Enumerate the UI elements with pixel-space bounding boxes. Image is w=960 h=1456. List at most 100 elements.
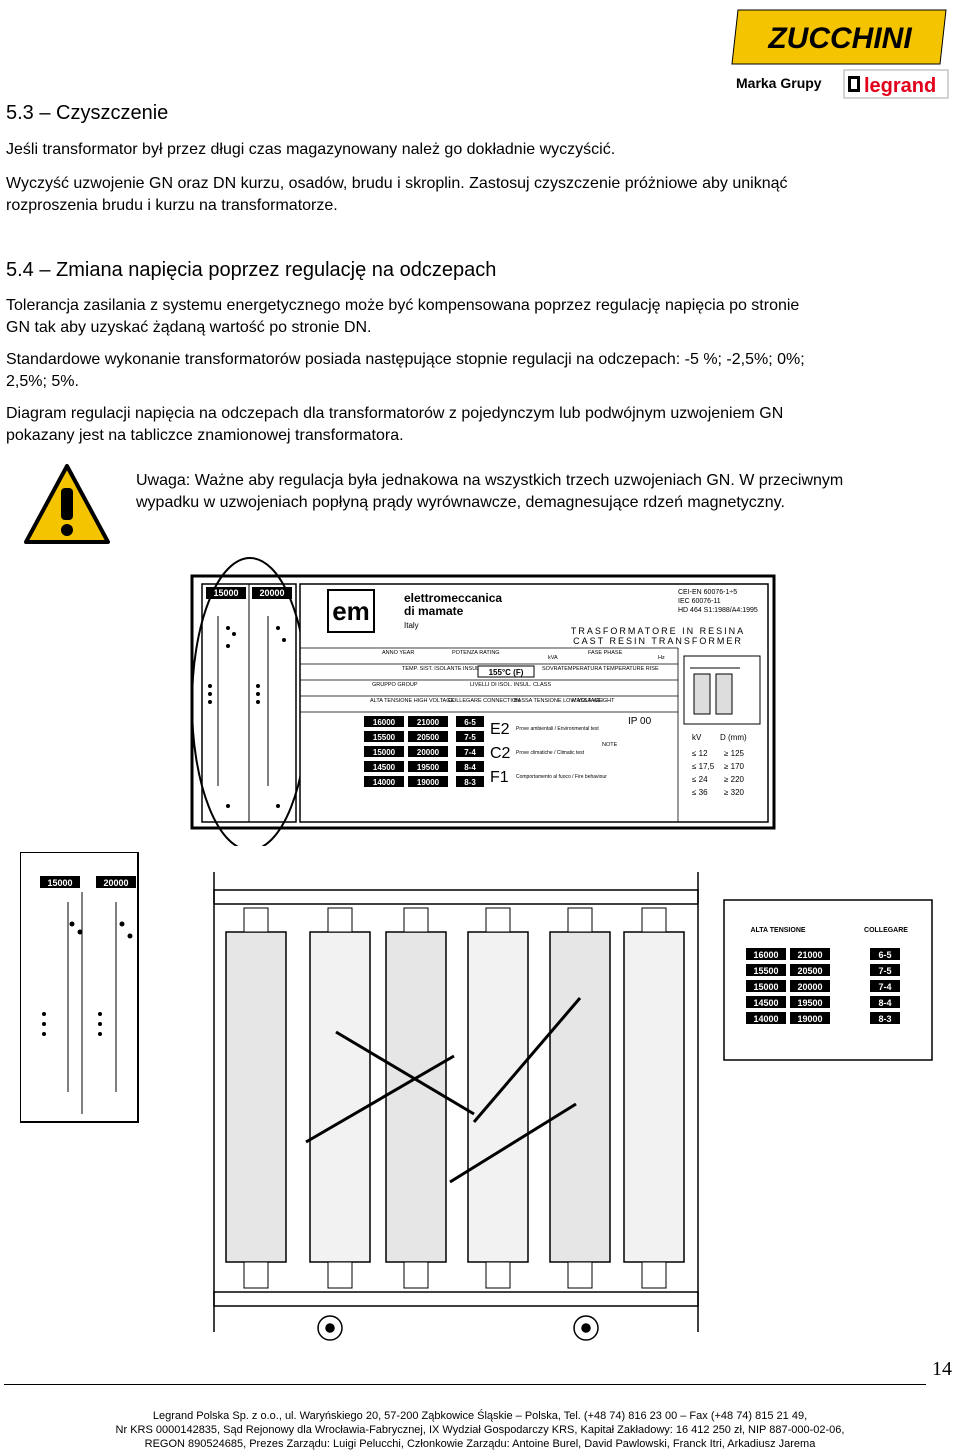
plate-class-desc: Comportamento al fuoco / Fire behaviour — [516, 774, 607, 780]
footer-divider — [4, 1384, 926, 1385]
plate-ip: IP 00 — [628, 716, 652, 727]
plate-label: ALTA TENSIONE HIGH VOLTAGE — [370, 698, 454, 704]
plate-label: Hz — [658, 655, 665, 661]
table-tap-hv2: 19500 — [797, 998, 822, 1008]
plate-standard: HD 464 S1:1988/A4:1995 — [678, 607, 758, 614]
tap-panel-hv2: 20000 — [259, 588, 284, 598]
paragraph: GN tak aby uzyskać żądaną wartość po str… — [6, 319, 372, 336]
plate-tap-conn: 6-5 — [464, 718, 476, 727]
table-tap-hv2: 20000 — [797, 982, 822, 992]
plate-label: ANNO YEAR — [382, 650, 414, 656]
paragraph: Standardowe wykonanie transformatorów po… — [6, 351, 805, 368]
table-tap-hv1: 15000 — [753, 982, 778, 992]
warning-text: wypadku w uzwojeniach popłyną prądy wyró… — [136, 494, 785, 511]
plate-label: POTENZA RATING — [452, 650, 500, 656]
table-tap-conn: 8-3 — [878, 1014, 891, 1024]
plate-tap-conn: 8-4 — [464, 763, 476, 772]
plate-tap-conn: 7-5 — [464, 733, 476, 742]
tap-panel-hv1: 15000 — [47, 878, 72, 888]
dist-header: kV — [692, 733, 702, 742]
table-tap-hv2: 19000 — [797, 1014, 822, 1024]
plate-tap-hv1: 14500 — [373, 763, 396, 772]
table-tap-conn: 7-4 — [878, 982, 891, 992]
plate-tap-hv2: 20000 — [417, 748, 440, 757]
dist-kv: ≤ 17,5 — [692, 762, 715, 771]
tap-panel-hv1: 15000 — [213, 588, 238, 598]
page-number: 14 — [932, 1358, 952, 1380]
plate-standard: CEI-EN 60076-1÷5 — [678, 589, 737, 596]
plate-class-code: C2 — [490, 745, 511, 762]
legrand-wordmark: legrand — [864, 75, 936, 97]
plate-tap-hv2: 20500 — [417, 733, 440, 742]
zucchini-legrand-logo: ZUCCHINI Marka Grupy legrand — [731, 9, 949, 99]
plate-tap-hv2: 19000 — [417, 778, 440, 787]
table-tap-conn: 7-5 — [878, 966, 891, 976]
plate-label: LIVELLI DI ISOL. INSUL. CLASS — [470, 682, 551, 688]
dist-kv: ≤ 24 — [692, 775, 708, 784]
table-tap-hv2: 20500 — [797, 966, 822, 976]
table-tap-hv1: 16000 — [753, 950, 778, 960]
warning-text: Uwaga: Ważne aby regulacja była jednakow… — [136, 472, 844, 489]
plate-class-code: F1 — [490, 769, 509, 786]
transformer-drawing: 15000 20000 ALTA TENSIONE COLLEGARE 1600… — [20, 852, 933, 1341]
transformer-nameplate: 15000 20000 em elettromeccanica di mamat… — [190, 557, 776, 846]
table-tap-hv1: 15500 — [753, 966, 778, 976]
dist-mm: ≥ 125 — [724, 749, 745, 758]
table-tap-hv2: 21000 — [797, 950, 822, 960]
dist-kv: ≤ 36 — [692, 788, 708, 797]
plate-tap-hv1: 15500 — [373, 733, 396, 742]
plate-label: GRUPPO GROUP — [372, 682, 418, 688]
plate-label: SOVRATEMPERATURA TEMPERATURE RISE — [542, 666, 659, 672]
table-tap-conn: 8-4 — [878, 998, 891, 1008]
paragraph: Jeśli transformator był przez długi czas… — [6, 141, 616, 158]
plate-class-desc: Prove ambientali / Environmental test — [516, 726, 599, 732]
plate-country: Italy — [404, 621, 419, 630]
table-header-hv: ALTA TENSIONE — [750, 927, 805, 934]
plate-label: kVA — [548, 655, 558, 661]
paragraph: Wyczyść uzwojenie GN oraz DN kurzu, osad… — [6, 175, 788, 192]
plate-temp-rise: 155°C (F) — [489, 668, 524, 677]
warning-icon — [24, 464, 110, 544]
plate-tap-hv2: 19500 — [417, 763, 440, 772]
plate-class-code: E2 — [490, 721, 510, 738]
plate-tap-hv1: 16000 — [373, 718, 396, 727]
plate-tap-hv1: 14000 — [373, 778, 396, 787]
dist-mm: ≥ 220 — [724, 775, 745, 784]
plate-title-it: TRASFORMATORE IN RESINA — [571, 626, 745, 636]
plate-label: FASE PHASE — [588, 650, 623, 656]
plate-title-en: CAST RESIN TRANSFORMER — [573, 636, 743, 646]
paragraph: Tolerancja zasilania z systemu energetyc… — [6, 297, 800, 314]
plate-tap-conn: 7-4 — [464, 748, 476, 757]
table-tap-hv1: 14500 — [753, 998, 778, 1008]
plate-label: MASSA WEIGHT — [572, 698, 615, 704]
footer-line: REGON 890524685, Prezes Zarządu: Luigi P… — [144, 1438, 816, 1450]
plate-label: TEMP. SIST. ISOLANTE INSUL. SYSTEM TEMP. — [402, 666, 523, 672]
plate-label: COLLEGARE CONNECTION — [448, 698, 520, 704]
plate-tap-hv1: 15000 — [373, 748, 396, 757]
logo-tagline: Marka Grupy — [736, 75, 822, 91]
table-header-conn: COLLEGARE — [864, 927, 908, 934]
plate-brand-line2: di mamate — [404, 604, 464, 618]
logo-wordmark: ZUCCHINI — [767, 22, 912, 55]
paragraph: Diagram regulacji napięcia na odczepach … — [6, 405, 784, 422]
plate-brand-line1: elettromeccanica — [404, 591, 502, 605]
paragraph: rozproszenia brudu i kurzu na transforma… — [6, 197, 338, 214]
section-heading-5-3: 5.3 – Czyszczenie — [6, 102, 169, 124]
dist-mm: ≥ 170 — [724, 762, 745, 771]
dist-header: D (mm) — [720, 733, 747, 742]
table-tap-conn: 6-5 — [878, 950, 891, 960]
plate-standard: IEC 60076-11 — [678, 598, 721, 605]
footer-line: Legrand Polska Sp. z o.o., ul. Waryńskie… — [152, 1410, 808, 1422]
dist-kv: ≤ 12 — [692, 749, 708, 758]
paragraph: 2,5%; 5%. — [6, 373, 79, 390]
svg-text:em: em — [332, 596, 370, 626]
paragraph: pokazany jest na tabliczce znamionowej t… — [6, 427, 404, 444]
section-heading-5-4: 5.4 – Zmiana napięcia poprzez regulację … — [6, 259, 497, 281]
plate-label: BASSA TENSIONE LOW VOLTAGE — [514, 698, 603, 704]
table-tap-hv1: 14000 — [753, 1014, 778, 1024]
footer-line: Nr KRS 0000142835, Sąd Rejonowy dla Wroc… — [115, 1424, 845, 1436]
plate-class-desc: Prove climatiche / Climatic test — [516, 750, 585, 756]
plate-label: NOTE — [602, 742, 618, 748]
plate-tap-conn: 8-3 — [464, 778, 476, 787]
tap-panel-hv2: 20000 — [103, 878, 128, 888]
